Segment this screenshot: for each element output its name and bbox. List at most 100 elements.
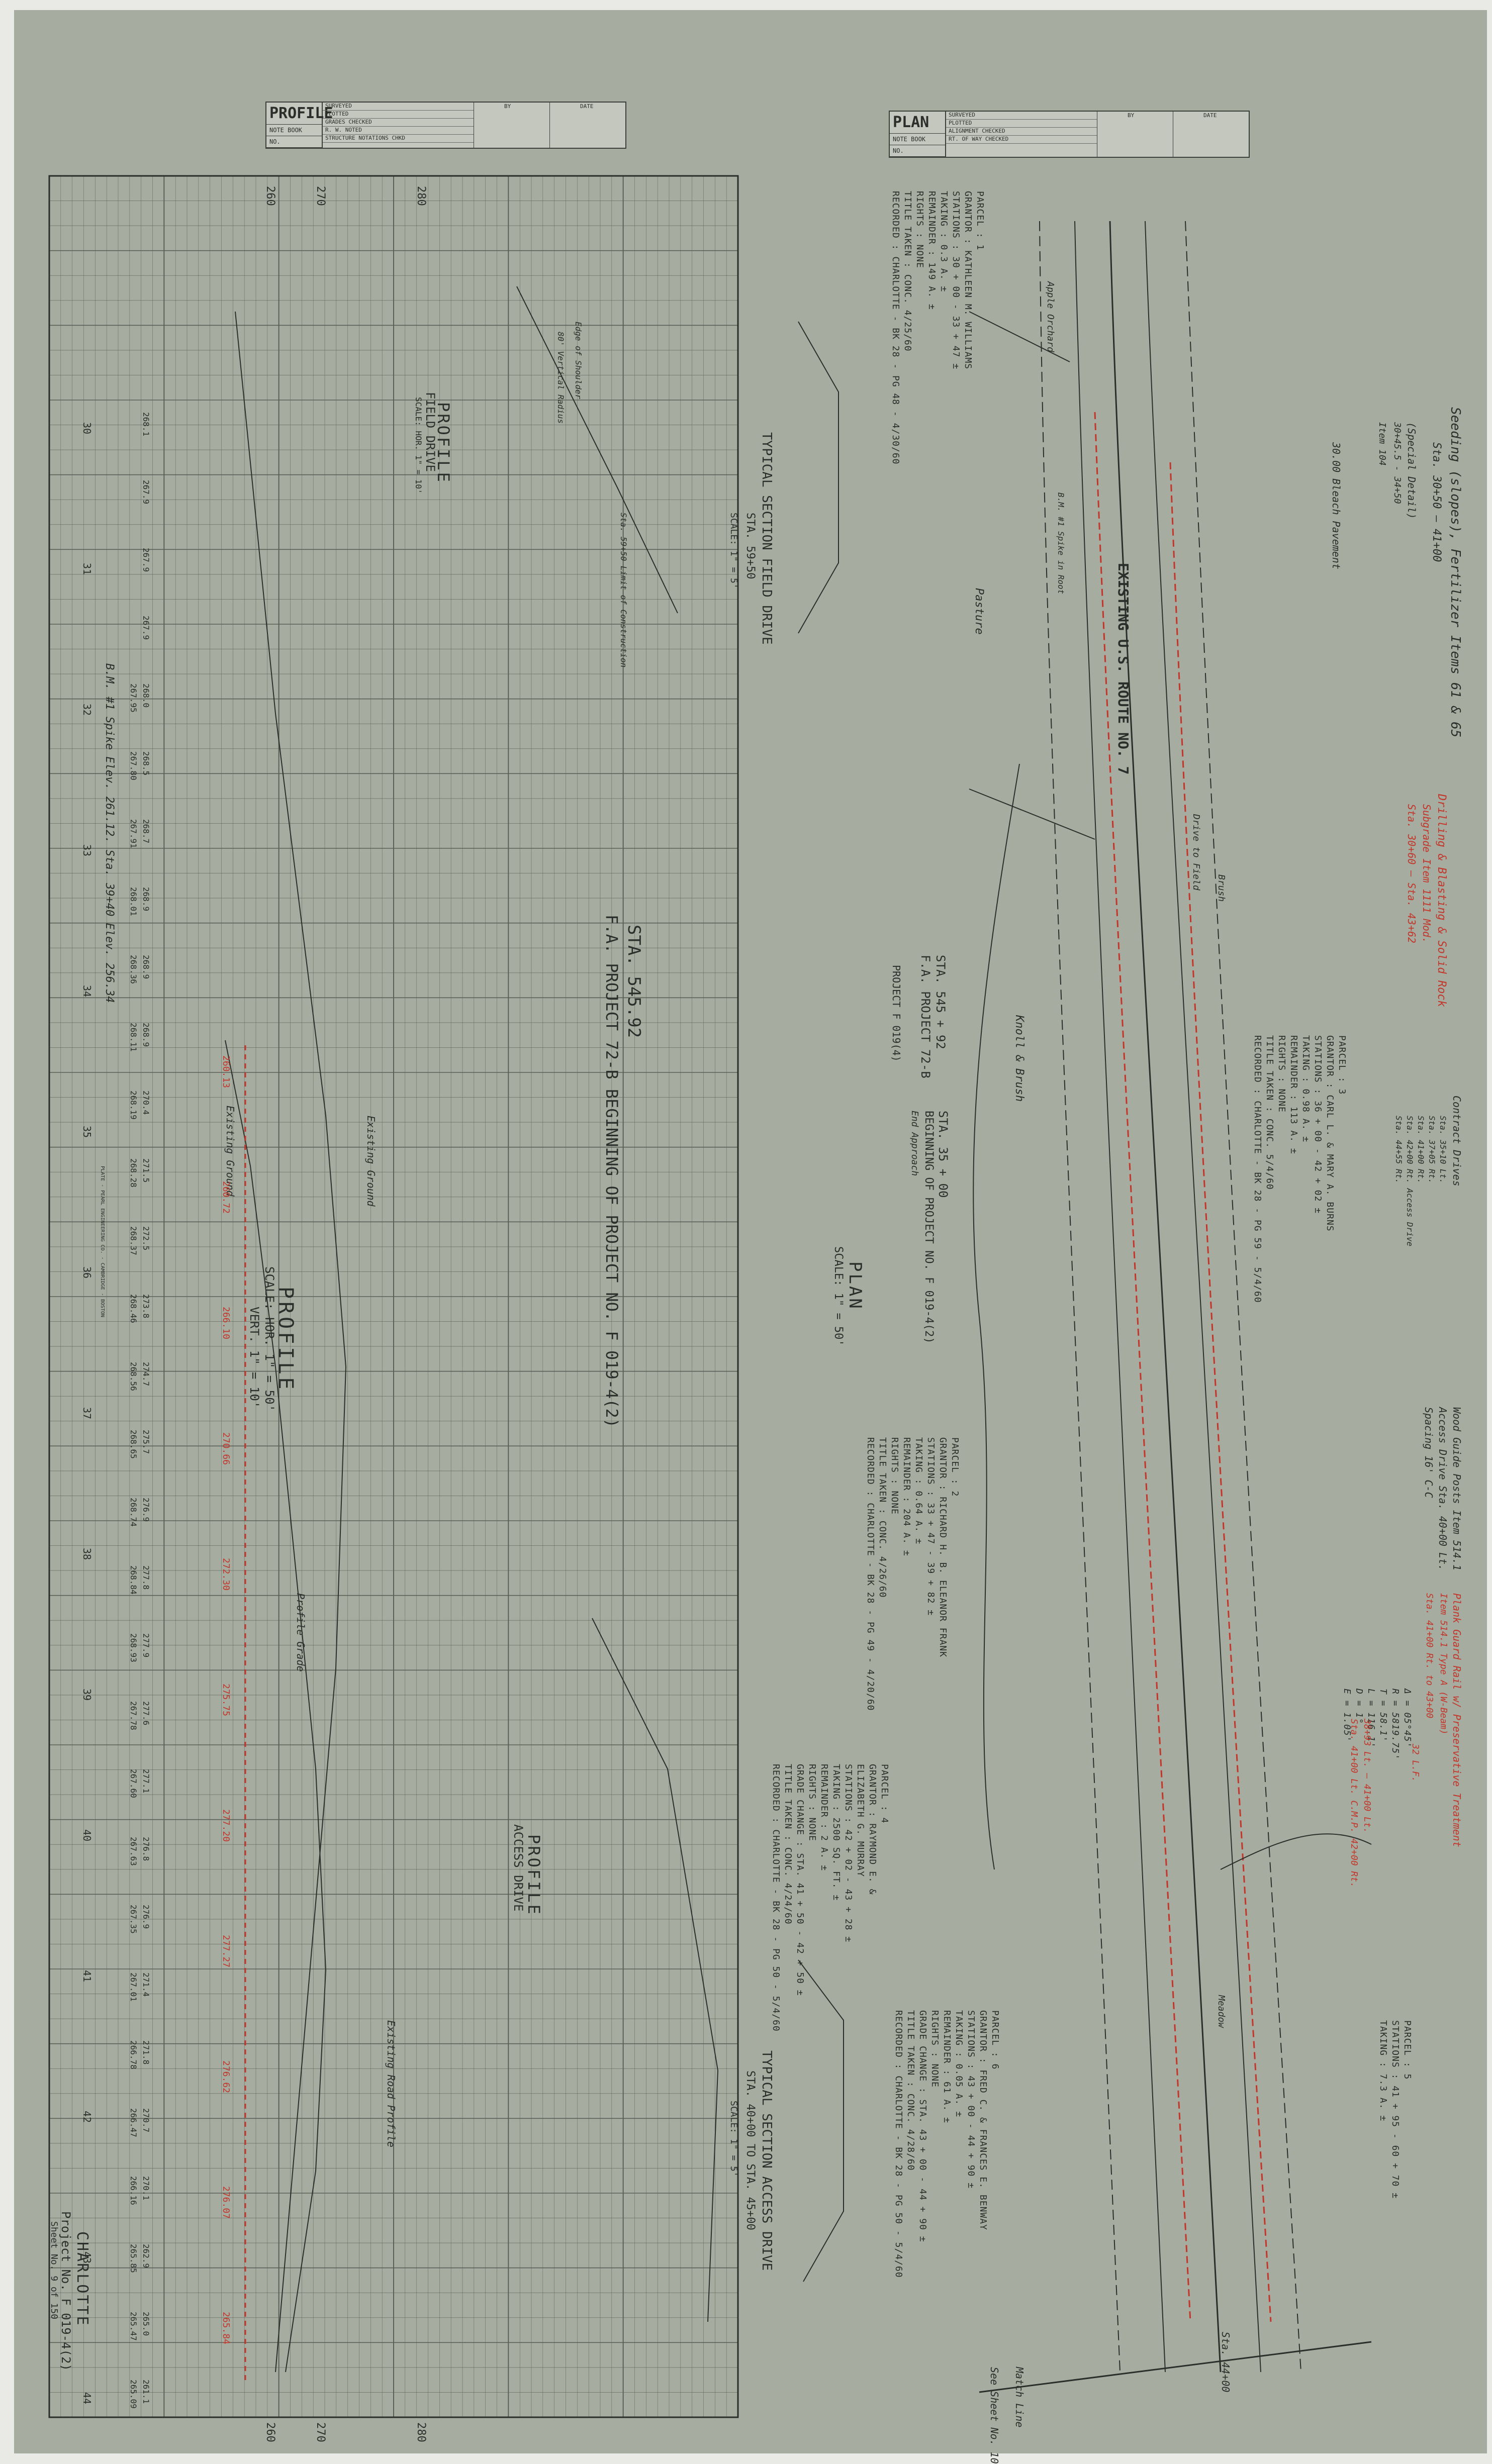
project-number: Project No. F 019-4(2) xyxy=(59,2211,73,2371)
elevation-grade: 267.91 xyxy=(129,819,138,848)
parcel-line: RECORDED : CHARLOTTE - BK 28 - PG 49 - 4… xyxy=(865,1437,876,1711)
elevation-existing: 277.6 xyxy=(141,1701,151,1726)
route-centerline xyxy=(1109,221,1222,2373)
match-line xyxy=(979,2341,1372,2393)
beginning-project-label: BEGINNING OF PROJECT NO. F 019-4(2) xyxy=(922,1111,935,1344)
parcel-line: RECORDED : CHARLOTTE - BK 28 - PG 48 - 4… xyxy=(890,191,901,465)
drive-to-field-label: Drive to Field xyxy=(1191,814,1201,891)
parcel-line: STATIONS : 30 + 00 - 33 + 47 ± xyxy=(951,191,961,370)
elevation-existing: 268.9 xyxy=(141,955,151,979)
parcel-line: TAKING : 2500 SQ. FT. ± xyxy=(831,1764,842,1901)
elevation-grade: 265.47 xyxy=(129,2312,138,2341)
parcel-line: PARCEL : 5 xyxy=(1402,2020,1413,2080)
typical-section-access: TYPICAL SECTION ACCESS DRIVE xyxy=(759,2050,774,2271)
guide-post-1: Wood Guide Posts Item 514.1 xyxy=(1451,1407,1463,1571)
row-grades: GRADES CHECKED xyxy=(323,119,474,127)
guide-post-2: Access Drive Sta. 40+00 Lt. xyxy=(1437,1407,1449,1571)
elevation-existing: 267.9 xyxy=(141,616,151,640)
parcel-line: REMAINDER : 2 A. ± xyxy=(819,1764,829,1871)
drilling-label: Drilling & Blasting & Solid Rock xyxy=(1435,794,1448,1007)
parcel-line: TAKING : 0.98 A. ± xyxy=(1300,1035,1311,1143)
elevation-tick-bottom: 280 xyxy=(415,2422,427,2442)
station-tick: 34 xyxy=(81,985,93,998)
station-tick: 30 xyxy=(81,422,93,435)
parcel-line: TITLE TAKEN : CONC. 4/24/60 xyxy=(783,1764,793,1925)
parcel-line: STATIONS : 43 + 00 - 44 + 90 ± xyxy=(966,2010,976,2189)
parcel-line: TITLE TAKEN : CONC. 5/4/60 xyxy=(1264,1035,1275,1190)
route-edge-right xyxy=(1145,221,1261,2373)
see-sheet-label: See Sheet No. 10 xyxy=(988,2367,1000,2464)
elevation-grade: 267.95 xyxy=(129,683,138,713)
date-column: DATE xyxy=(550,103,625,148)
parcel-line: GRADE CHANGE : STA. 41 + 50 - 42 + 50 ± xyxy=(795,1764,805,1996)
guard-rail-2: Item 514.1 Type A (W-Beam) xyxy=(1438,1593,1449,1735)
parcel-line: PARCEL : 1 xyxy=(975,191,985,251)
elevation-existing: 268.9 xyxy=(141,887,151,912)
parcel-line: REMAINDER : 113 A. ± xyxy=(1288,1035,1299,1154)
parcel-line: REMAINDER : 149 A. ± xyxy=(926,191,937,310)
brush-label: Brush xyxy=(1216,874,1227,902)
route-edge-left xyxy=(1074,221,1166,2373)
elevation-existing: 267.9 xyxy=(141,480,151,505)
sta-545-label: STA. 545 + 92 xyxy=(934,955,948,1049)
parcel-line: RECORDED : CHARLOTTE - BK 28 - PG 50 - 5… xyxy=(771,1764,781,2032)
drilling-sta: Sta. 30+60 — Sta. 43+62 xyxy=(1406,804,1418,943)
plan-check-rows: SURVEYED PLOTTED ALIGNMENT CHECKED RT. O… xyxy=(946,112,1097,157)
plan-title-block: PLAN NOTE BOOK NO. SURVEYED PLOTTED ALIG… xyxy=(889,111,1250,158)
date-label: DATE xyxy=(580,103,594,110)
elevation-existing: 262.9 xyxy=(141,2244,151,2269)
parcel-6-block: PARCEL : 6 GRANTOR : FRED C. & FRANCES E… xyxy=(893,2010,1000,2278)
guard-rail-3: Sta. 41+00 Rt. to 43+00 xyxy=(1424,1593,1435,1719)
elevation-grade: 266.78 xyxy=(129,2040,138,2069)
parcel-line: ELIZABETH G. MURRAY xyxy=(855,1764,866,1877)
parcel-line: TAKING : 0.64 A. ± xyxy=(913,1437,924,1545)
access-drive-profile xyxy=(592,1618,719,2322)
elevation-grade: 267.01 xyxy=(129,1973,138,2002)
profile-grade-label: Profile Grade xyxy=(295,1593,307,1672)
row-rw: R. W. NOTED xyxy=(323,127,474,135)
fa-project-72b: F.A. PROJECT 72-B xyxy=(918,955,933,1078)
end-approach-label: End Approach xyxy=(909,1111,920,1176)
elevation-existing: 261.1 xyxy=(141,2380,151,2404)
parcel-line: REMAINDER : 61 A. ± xyxy=(942,2010,952,2123)
special-item: Item 104 xyxy=(1377,422,1387,466)
field-drive-profile xyxy=(516,286,678,614)
red-grade-elevation: 272.30 xyxy=(221,1558,231,1591)
field-drive-label: FIELD DRIVE xyxy=(423,392,437,472)
elevation-grade: 268.19 xyxy=(129,1091,138,1120)
note-book-label: NOTE BOOK xyxy=(890,134,945,145)
elevation-grade: 268.65 xyxy=(129,1430,138,1459)
by-label: BY xyxy=(1128,112,1135,119)
elevation-existing: 273.8 xyxy=(141,1294,151,1319)
parcel-line: PARCEL : 3 xyxy=(1337,1035,1347,1095)
profile-check-rows: SURVEYED PLOTTED GRADES CHECKED R. W. NO… xyxy=(323,103,474,148)
sta-44-label: Sta. 44+00 xyxy=(1220,2332,1232,2393)
row-surveyed: SURVEYED xyxy=(946,112,1097,120)
vertical-radius-label: 80' Vertical Radius xyxy=(556,332,566,424)
existing-ground-label-1: Existing Ground xyxy=(365,1116,377,1207)
row-structure: STRUCTURE NOTATIONS CHKD xyxy=(323,135,474,143)
no-label: NO. xyxy=(266,136,322,148)
note-book-label: NOTE BOOK xyxy=(266,125,322,136)
elevation-grade: 268.36 xyxy=(129,955,138,984)
elevation-existing: 270.4 xyxy=(141,1091,151,1115)
elevation-grade: 267.78 xyxy=(129,1701,138,1730)
parcel-line: PARCEL : 6 xyxy=(990,2010,1000,2070)
profile-heading: PROFILE xyxy=(266,103,333,125)
row-plotted: PLOTTED xyxy=(946,120,1097,128)
elevation-grade: 266.47 xyxy=(129,2108,138,2137)
curve-delta: Δ = 05°45' xyxy=(1402,1689,1413,1748)
parcel-3-block: PARCEL : 3 GRANTOR : CARL L. & MARY A. B… xyxy=(1252,1035,1347,1303)
row-row: RT. OF WAY CHECKED xyxy=(946,136,1097,144)
sheet-number: Sheet No. 9 of 150 xyxy=(49,2221,59,2320)
guide-post-3: Spacing 16' C-C xyxy=(1423,1407,1435,1498)
match-line-label: Match Line xyxy=(1013,2367,1025,2428)
scale-field: SCALE: 1" = 5' xyxy=(728,513,739,589)
elevation-existing: 265.0 xyxy=(141,2312,151,2336)
elevation-existing: 277.9 xyxy=(141,1633,151,1658)
contract-drives: Contract Drives xyxy=(1451,1096,1463,1187)
row-plotted: PLOTTED xyxy=(323,111,474,119)
red-grade-elevation: 265.84 xyxy=(221,2312,231,2345)
proposed-red-line xyxy=(1094,412,1191,2322)
station-tick: 44 xyxy=(81,2392,93,2405)
